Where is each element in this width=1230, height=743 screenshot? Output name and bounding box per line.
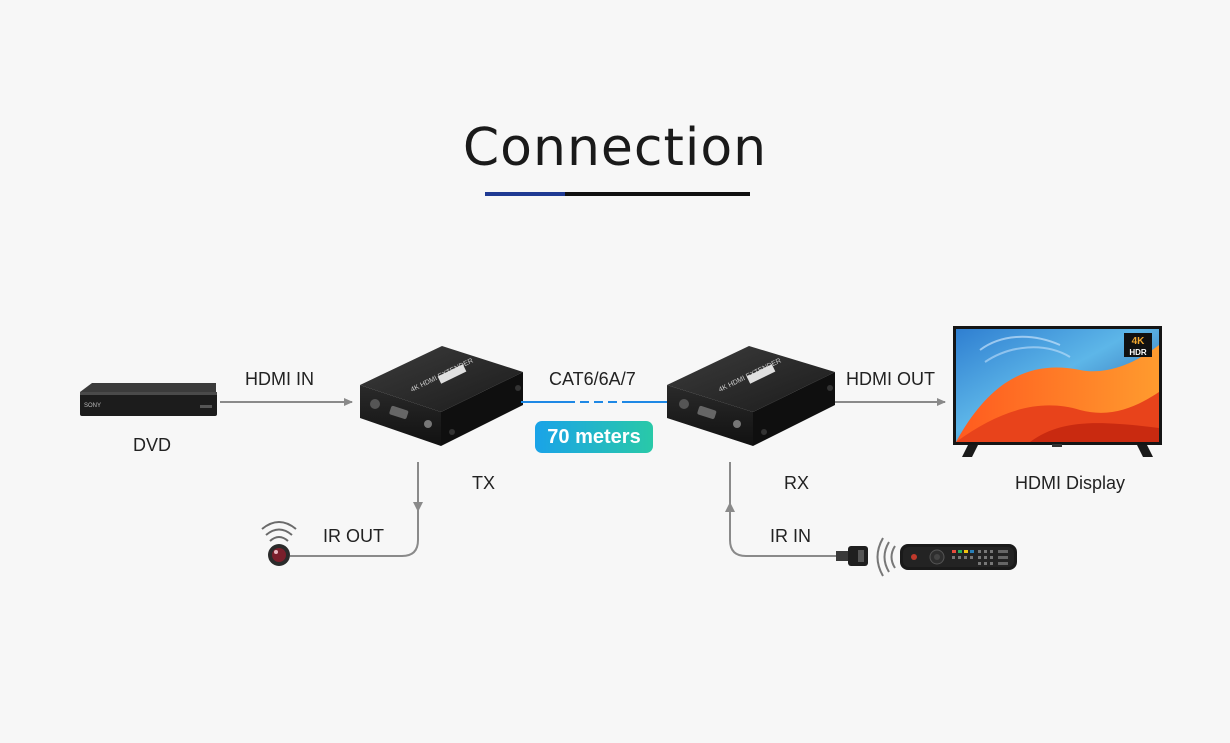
ir-in-arrowhead: [725, 502, 735, 512]
dvd-player: SONY: [80, 383, 217, 416]
ir-emitter-icon: [261, 521, 297, 566]
ir-out-line: [290, 462, 419, 557]
hdmi-in-label: HDMI IN: [245, 369, 314, 389]
tx-label: TX: [472, 473, 496, 493]
title-underline-rest: [565, 192, 750, 196]
tx-extender: 4K HDMI EXTENDER: [360, 346, 523, 446]
ir-in-line: [729, 462, 840, 557]
ir-signal-waves-icon: [876, 537, 896, 577]
ir-out-arrowhead: [413, 502, 423, 512]
distance-badge: 70 meters: [535, 421, 653, 453]
page-title: Connection: [462, 118, 768, 178]
cable-type-label: CAT6/6A/7: [549, 369, 636, 389]
remote-control-icon: [900, 544, 1017, 570]
hdmi-display-tv: 4K HDR: [953, 326, 1162, 457]
ir-out-label: IR OUT: [323, 526, 384, 546]
tv-badge-4k: 4K: [1132, 336, 1146, 347]
rx-extender: 4K HDMI EXTENDER: [667, 346, 835, 446]
title-underline: [485, 192, 750, 196]
ir-receiver-icon: [836, 546, 868, 566]
dvd-brand: SONY: [84, 403, 101, 409]
dvd-label: DVD: [133, 435, 172, 455]
ir-in-label: IR IN: [770, 526, 812, 546]
hdmi-display-label: HDMI Display: [1015, 473, 1126, 493]
rx-label: RX: [784, 473, 810, 493]
hdmi-out-label: HDMI OUT: [846, 369, 935, 389]
tv-badge-hdr: HDR: [1129, 348, 1147, 357]
title-underline-accent: [485, 192, 565, 196]
